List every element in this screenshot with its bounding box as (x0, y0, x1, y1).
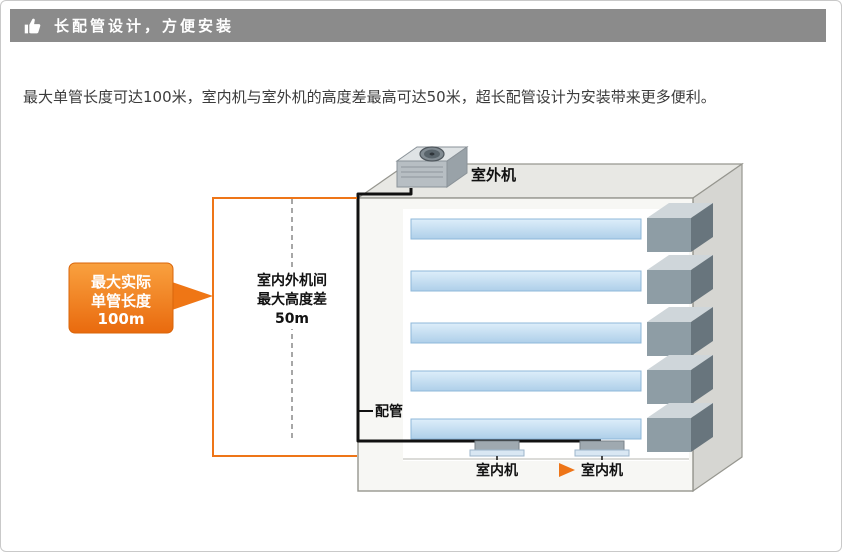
pipe-measure-outline (212, 197, 357, 457)
callout-line-2: 单管长度 (91, 292, 152, 310)
height-note-line-3: 50m (275, 311, 309, 327)
thumbs-up-icon (24, 18, 41, 33)
indoor-unit (574, 440, 630, 460)
outdoor-unit (395, 146, 469, 188)
flow-arrow-icon (559, 463, 575, 477)
header-bar: 长配管设计，方便安装 (10, 9, 826, 42)
intro-text: 最大单管长度可达100米，室内机与室外机的高度差最高可达50米，超长配管设计为安… (23, 88, 716, 106)
equipment-box (647, 255, 713, 304)
equipment-box (647, 355, 713, 404)
equipment-boxes (647, 203, 713, 452)
callout-line-1: 最大实际 (91, 273, 151, 291)
height-measure: 室内外机间 最大高度差 50m (247, 199, 337, 439)
floor-slab (410, 418, 642, 440)
callout-bubble: 最大实际 单管长度 100m (68, 262, 213, 334)
indoor-unit (469, 440, 525, 460)
callout-tail (172, 282, 213, 310)
page-title: 长配管设计，方便安装 (54, 17, 235, 35)
height-note-line-2: 最大高度差 (257, 291, 327, 308)
callout-line-3: 100m (98, 310, 145, 328)
equipment-box (647, 307, 713, 356)
floor-slabs (410, 218, 642, 440)
equipment-box (647, 403, 713, 452)
indoor-unit-label: 室内机 (581, 462, 623, 479)
floor-slab (410, 218, 642, 240)
height-note-line-1: 室内外机间 (257, 272, 327, 289)
equipment-box (647, 203, 713, 252)
fan-icon (419, 146, 445, 162)
indoor-unit-label: 室内机 (476, 462, 518, 479)
outdoor-unit-label: 室外机 (471, 166, 516, 184)
pipe-line (356, 188, 601, 443)
pipe-label: 配管 (375, 403, 403, 420)
floor-slab (410, 322, 642, 344)
floor-slab (410, 270, 642, 292)
floor-slab (410, 370, 642, 392)
